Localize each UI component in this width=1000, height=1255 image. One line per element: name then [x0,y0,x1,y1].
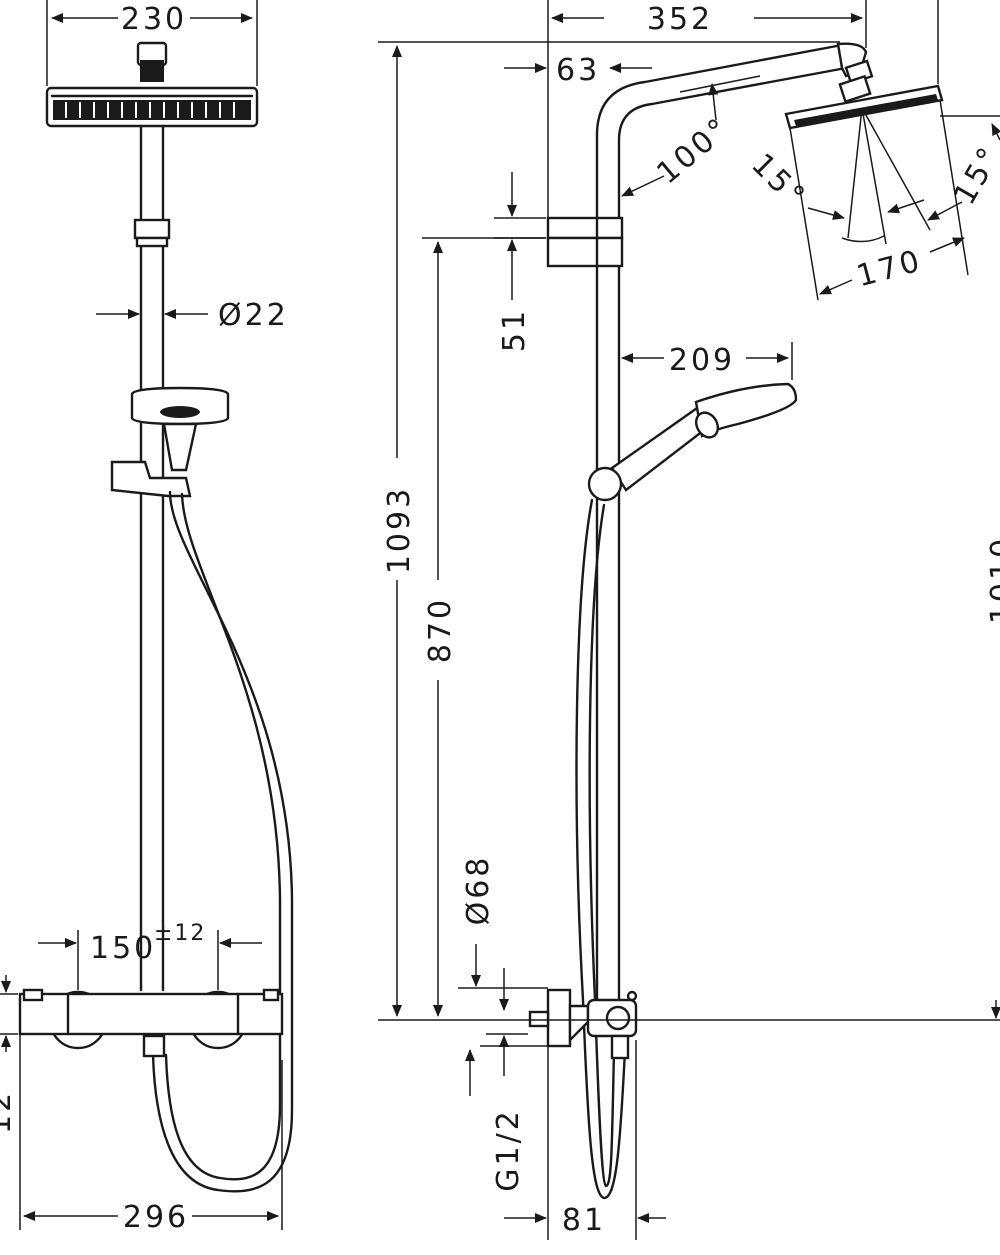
overhead-shower-front [45,41,259,128]
wall-bracket-side [546,216,624,268]
side-view: 352 63 1093 870 51 [378,0,1000,1240]
riser-pipe-front [133,124,171,992]
dim-holder-height: 870 [423,597,458,663]
dim-handshower-reach: 209 [669,343,735,378]
dim-head-width: 230 [121,2,187,37]
dim-right-edge-partial: 1010 [985,536,1000,624]
dim-arm-reach: 352 [647,2,713,37]
hand-shower-front [110,386,230,498]
dim-holder-gap: 51 [497,308,532,352]
dim-arm-offset: 63 [556,53,600,88]
dim-escutcheon-diameter: Ø68 [461,855,496,926]
dim-thermostat-width: 296 [123,1200,189,1235]
dim-wall-offset: 81 [562,1203,606,1238]
thermostat-front [18,988,284,1058]
hand-shower-side [587,382,798,502]
front-dimensions: 230 Ø22 150 ±12 296 12 [0,0,289,1235]
dim-thread: G1/2 [491,1108,526,1192]
side-dimensions: 352 63 1093 870 51 [378,0,1000,1240]
dim-spray-width: 170 [853,243,926,294]
dim-spray-angle-right: 15° [947,140,1000,211]
dim-centre-tolerance: ±12 [154,921,206,946]
front-view: 230 Ø22 150 ±12 296 12 [0,0,294,1235]
dim-total-height: 1093 [382,486,417,574]
dim-centre-distance: 150 [90,931,156,966]
overhead-shower-side [784,59,944,130]
hose-side [575,498,627,1200]
dim-left-edge-partial: 12 [0,1090,18,1134]
hose-front [151,490,294,1193]
dim-tube-diameter: Ø22 [218,298,289,333]
dim-arm-angle: 100° [650,110,737,191]
thermostat-side [528,988,638,1060]
